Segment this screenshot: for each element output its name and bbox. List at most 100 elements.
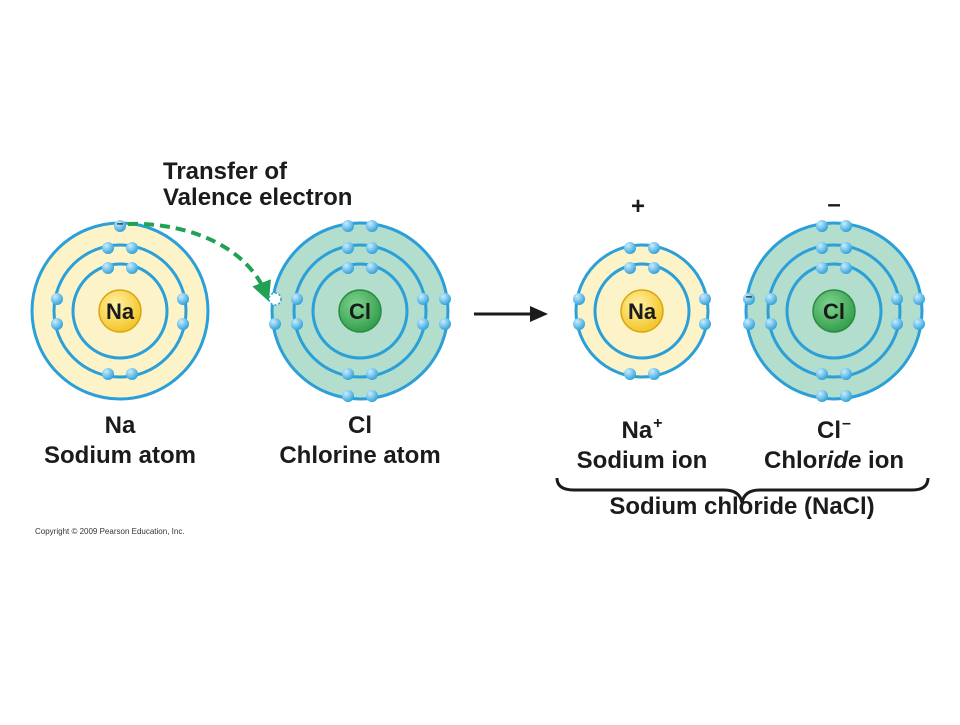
electron (816, 262, 828, 274)
sodium-ion-inner-shell (593, 262, 691, 360)
chloride-ion-symbol: Cl– (817, 415, 851, 448)
electron (439, 318, 451, 330)
electron (51, 293, 63, 305)
electron (366, 262, 378, 274)
chlorine-atom-name: Chlorine atom (279, 442, 441, 469)
electron (648, 262, 660, 274)
chloride-ion-name-italic: ide (826, 447, 862, 474)
sodium-ion-name: Sodium ion (576, 447, 708, 474)
electron (366, 242, 378, 254)
electron (699, 293, 711, 305)
chlorine-atom-middle-shell (292, 243, 428, 379)
electron (840, 368, 852, 380)
chlorine-atom-symbol: Cl (348, 412, 372, 439)
electron (840, 220, 852, 232)
chloride-ion: Cl – (743, 220, 925, 402)
electron (366, 220, 378, 232)
electron (816, 220, 828, 232)
electron (624, 242, 636, 254)
sodium-atom-name: Sodium atom (43, 442, 197, 469)
electron (102, 368, 114, 380)
sodium-atom-electrons (51, 220, 189, 380)
electron (366, 390, 378, 402)
electron (417, 293, 429, 305)
sodium-ion: Na (573, 242, 711, 380)
electron (743, 318, 755, 330)
electron (648, 242, 660, 254)
electron (269, 318, 281, 330)
chlorine-atom-nucleus-label: Cl (349, 299, 371, 324)
compound-label: Sodium chloride (NaCl) (609, 493, 875, 520)
sodium-ion-electrons (573, 242, 711, 380)
chloride-ion-nucleus-label: Cl (823, 299, 845, 324)
electron (816, 368, 828, 380)
electron (840, 262, 852, 274)
electron (342, 262, 354, 274)
electron (699, 318, 711, 330)
electron (891, 318, 903, 330)
chloride-ion-inner-shell (785, 262, 883, 360)
electron-transfer-arrow (127, 221, 271, 302)
sodium-ion-symbol-text: Na (621, 417, 653, 444)
chloride-ion-name: Chloride ion (764, 447, 904, 475)
electron (126, 262, 138, 274)
sodium-ion-symbol: Na+ (621, 415, 663, 448)
transferred-electron-minus-sign: – (746, 289, 753, 303)
sodium-atom-inner-shell (71, 262, 169, 360)
transfer-label-line1: Transfer of (163, 158, 288, 185)
sodium-atom: Na – (30, 216, 210, 401)
electron-vacancy (268, 292, 282, 306)
chloride-ion-symbol-charge: – (842, 415, 851, 432)
sodium-atom-nucleus (98, 289, 142, 333)
sodium-atom-symbol: Na (104, 412, 136, 439)
electron (51, 318, 63, 330)
electron (126, 242, 138, 254)
electron (102, 242, 114, 254)
electron (126, 368, 138, 380)
electron (648, 368, 660, 380)
chloride-ion-symbol-text: Cl (817, 417, 842, 444)
electron (439, 293, 451, 305)
sodium-ion-nucleus (620, 289, 664, 333)
electron (291, 318, 303, 330)
electron (765, 318, 777, 330)
electron (342, 390, 354, 402)
sodium-atom-nucleus-label: Na (106, 299, 135, 324)
chloride-ion-electrons (743, 220, 925, 402)
electron (816, 242, 828, 254)
electron (417, 318, 429, 330)
sodium-atom-middle-shell (52, 243, 188, 379)
valence-electron-minus-sign: – (117, 216, 124, 230)
valence-electron (114, 220, 126, 232)
transfer-label-line2: Valence electron (163, 184, 353, 211)
electron (840, 242, 852, 254)
chlorine-atom-nucleus (338, 289, 382, 333)
electron (366, 368, 378, 380)
electron (913, 318, 925, 330)
electron (891, 293, 903, 305)
chloride-ion-charge: – (827, 191, 841, 218)
sodium-ion-nucleus-label: Na (628, 299, 657, 324)
chloride-ion-middle-shell (766, 243, 902, 379)
electron (291, 293, 303, 305)
electron (624, 262, 636, 274)
electron (624, 368, 636, 380)
electron (342, 220, 354, 232)
chloride-ion-nucleus (812, 289, 856, 333)
copyright-notice: Copyright © 2009 Pearson Education, Inc. (35, 527, 185, 536)
electron (913, 293, 925, 305)
electron (342, 242, 354, 254)
electron (840, 390, 852, 402)
chloride-ion-name-suffix: ion (861, 447, 905, 474)
electron (573, 318, 585, 330)
electron (177, 293, 189, 305)
sodium-ion-symbol-charge: + (653, 415, 663, 432)
chlorine-atom: Cl (268, 220, 451, 402)
electron (573, 293, 585, 305)
electron (765, 293, 777, 305)
sodium-ion-charge: + (630, 193, 646, 220)
transferred-electron (743, 293, 755, 305)
compound-brace (555, 477, 930, 504)
